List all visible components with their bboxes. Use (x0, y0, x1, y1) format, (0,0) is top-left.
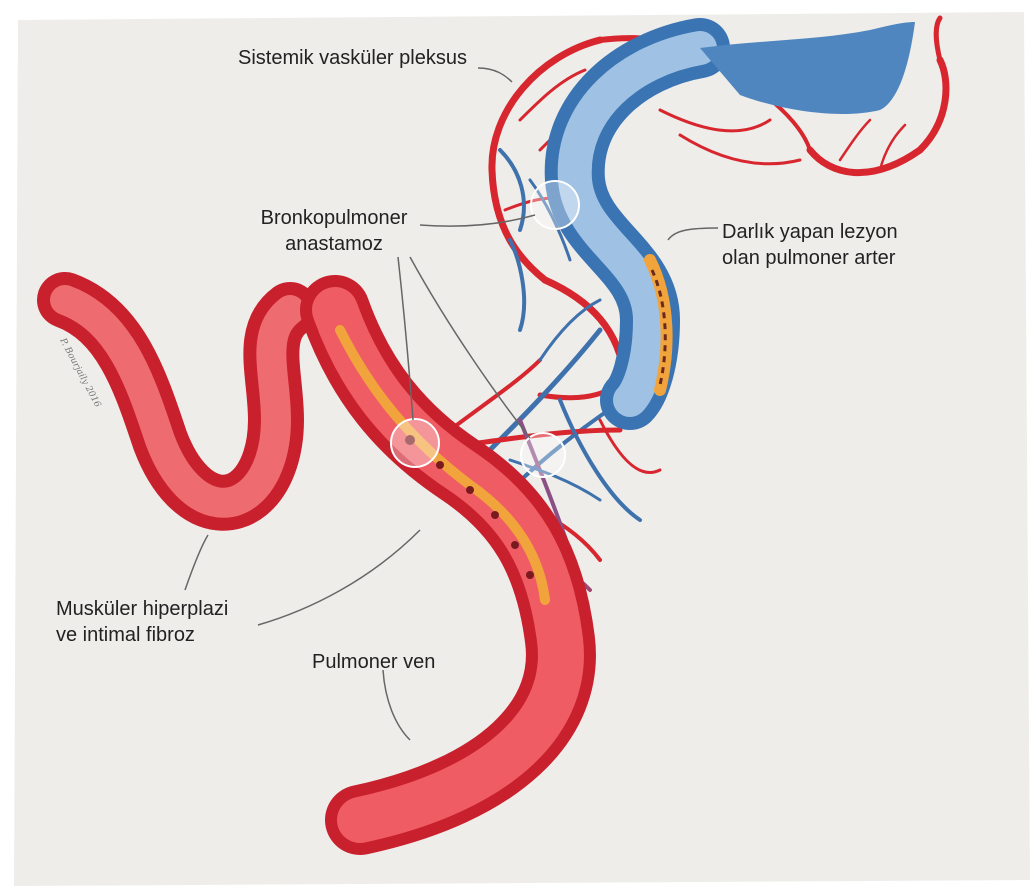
label-bronchopulmonary-anastomosis: Bronkopulmoner anastamoz (250, 205, 418, 257)
label-systemic-vascular-plexus: Sistemik vasküler pleksus (238, 45, 467, 71)
anastomosis-circle-left (391, 419, 439, 467)
label-stenotic-lesion-artery: Darlık yapan lezyon olan pulmoner arter (722, 219, 898, 271)
label-stenotic-line1: Darlık yapan lezyon (722, 219, 898, 245)
anastomosis-circle-right (521, 433, 565, 477)
label-muscular-line2: ve intimal fibroz (56, 622, 228, 648)
label-pulmonary-vein: Pulmoner ven (312, 649, 435, 675)
label-muscular-line1: Musküler hiperplazi (56, 596, 228, 622)
anastomosis-circle-upper (531, 181, 579, 229)
label-stenotic-line2: olan pulmoner arter (722, 245, 898, 271)
label-muscular-hyperplasia: Musküler hiperplazi ve intimal fibroz (56, 596, 228, 648)
label-bronchopulmonary-line1: Bronkopulmoner (250, 205, 418, 231)
label-bronchopulmonary-line2: anastamoz (250, 231, 418, 257)
